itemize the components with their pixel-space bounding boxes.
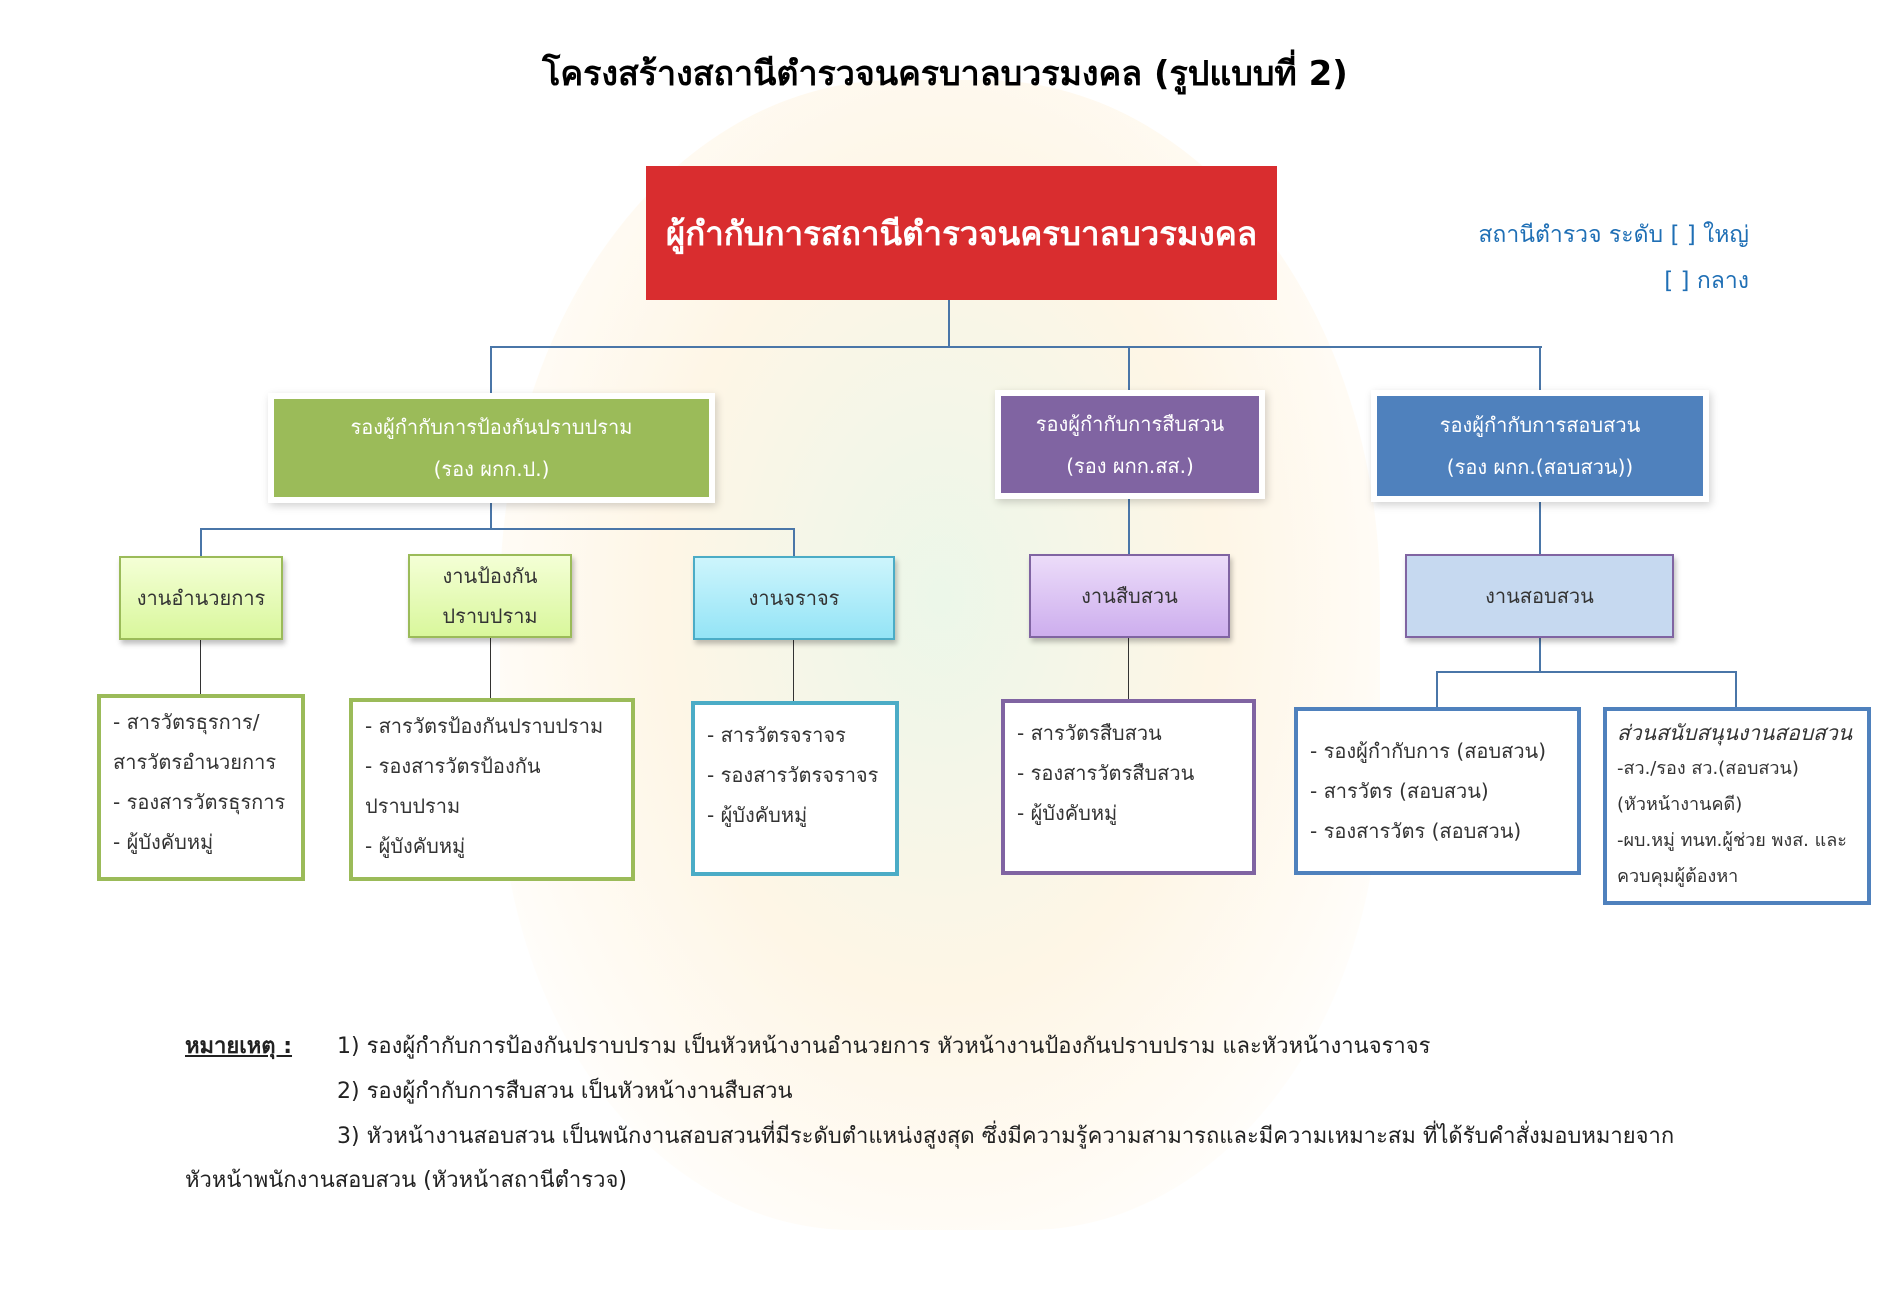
unit-label: งานจราจร	[748, 586, 840, 610]
staff-item: - สารวัตร (สอบสวน)	[1310, 779, 1489, 803]
staff-item: - รองสารวัตร (สอบสวน)	[1310, 819, 1522, 843]
station-level-medium: [ ] กลาง	[1664, 268, 1749, 294]
unit-label: งานสอบสวน	[1485, 584, 1594, 608]
staff-item: - สารวัตรสืบสวน	[1017, 721, 1162, 745]
staff-item: ปราบปราม	[365, 794, 461, 818]
connector	[1436, 671, 1737, 673]
unit-administration: งานอำนวยการ	[119, 556, 283, 640]
connector	[948, 300, 950, 348]
staff-item: -สว./รอง สว.(สอบสวน)	[1617, 758, 1799, 779]
connector	[490, 497, 492, 529]
connector	[1539, 346, 1541, 396]
deputy-abbrev: (รอง ผกก.ป.)	[433, 457, 550, 481]
deputy-abbrev: (รอง ผกก.สส.)	[1066, 453, 1194, 478]
staff-item: - ผู้บังคับหมู่	[707, 803, 808, 827]
unit-label: ปราบปราม	[442, 604, 538, 628]
station-level-large: สถานีตำรวจ ระดับ [ ] ใหญ่	[1478, 222, 1749, 248]
unit-traffic: งานจราจร	[693, 556, 895, 640]
superintendent-label: ผู้กำกับการสถานีตำรวจนครบาลบวรมงคล	[665, 213, 1258, 253]
staff-inquiry: - รองผู้กำกับการ (สอบสวน) - สารวัตร (สอบ…	[1294, 707, 1581, 875]
connector	[793, 528, 795, 556]
note-item: 3) หัวหน้างานสอบสวน เป็นพนักงานสอบสวนที่…	[337, 1124, 1675, 1149]
staff-item: ควบคุมผู้ต้องหา	[1617, 866, 1739, 887]
unit-inquiry: งานสอบสวน	[1405, 554, 1674, 638]
deputy-title: รองผู้กำกับการป้องกันปราบปราม	[350, 415, 633, 439]
note-item: 1) รองผู้กำกับการป้องกันปราบปราม เป็นหัว…	[337, 1034, 1431, 1059]
connector	[490, 638, 491, 698]
connector	[490, 346, 492, 398]
staff-item: - ผู้บังคับหมู่	[365, 834, 466, 858]
deputy-investigation-box: รองผู้กำกับการสืบสวน (รอง ผกก.สส.)	[1001, 396, 1259, 493]
staff-item: - รองสารวัตรธุรการ	[113, 790, 286, 814]
staff-item: - รองสารวัตรสืบสวน	[1017, 761, 1195, 785]
deputy-title: รองผู้กำกับการสืบสวน	[1035, 411, 1225, 436]
superintendent-box: ผู้กำกับการสถานีตำรวจนครบาลบวรมงคล	[646, 166, 1277, 300]
connector	[1128, 493, 1130, 554]
staff-item: - สารวัตรธุรการ/	[113, 710, 260, 734]
connector	[1539, 496, 1541, 554]
staff-item: (หัวหน้างานคดี)	[1617, 794, 1743, 815]
staff-administration: - สารวัตรธุรการ/ สารวัตรอำนวยการ - รองสา…	[97, 694, 305, 881]
page-title: โครงสร้างสถานีตำรวจนครบาลบวรมงคล (รูปแบบ…	[542, 54, 1348, 94]
notes-label: หมายเหตุ :	[185, 1034, 293, 1059]
connector	[200, 528, 202, 556]
staff-suppression: - สารวัตรป้องกันปราบปราม - รองสารวัตรป้อ…	[349, 698, 635, 881]
unit-suppression: งานป้องกันปราบปราม	[408, 554, 572, 638]
connector	[793, 640, 794, 701]
staff-item: - รองสารวัตรป้องกัน	[365, 754, 541, 778]
staff-inquiry-support: ส่วนสนับสนุนงานสอบสวน -สว./รอง สว.(สอบสว…	[1603, 707, 1871, 905]
staff-item: - รองผู้กำกับการ (สอบสวน)	[1310, 739, 1547, 763]
staff-investigation: - สารวัตรสืบสวน - รองสารวัตรสืบสวน - ผู้…	[1001, 699, 1256, 875]
deputy-inquiry-box: รองผู้กำกับการสอบสวน (รอง ผกก.(สอบสวน))	[1377, 396, 1703, 496]
unit-label: งานสืบสวน	[1081, 584, 1178, 608]
connector	[1128, 346, 1130, 396]
connector	[200, 640, 201, 694]
connector	[490, 346, 1542, 348]
note-continuation: หัวหน้าพนักงานสอบสวน (หัวหน้าสถานีตำรวจ)	[185, 1168, 627, 1193]
unit-label: งานอำนวยการ	[136, 586, 266, 610]
staff-item: - สารวัตรจราจร	[707, 723, 846, 747]
connector	[1128, 638, 1129, 699]
support-heading: ส่วนสนับสนุนงานสอบสวน	[1617, 721, 1853, 745]
staff-traffic: - สารวัตรจราจร - รองสารวัตรจราจร - ผู้บั…	[691, 701, 899, 876]
connector	[1436, 671, 1438, 707]
deputy-title: รองผู้กำกับการสอบสวน	[1439, 413, 1641, 437]
staff-item: - ผู้บังคับหมู่	[113, 830, 214, 854]
staff-item: - รองสารวัตรจราจร	[707, 763, 879, 787]
staff-item: สารวัตรอำนวยการ	[113, 750, 277, 774]
deputy-abbrev: (รอง ผกก.(สอบสวน))	[1446, 455, 1634, 479]
deputy-suppression-box: รองผู้กำกับการป้องกันปราบปราม (รอง ผกก.ป…	[274, 399, 709, 497]
staff-item: -ผบ.หมู่ ทนท.ผู้ช่วย พงส. และ	[1617, 830, 1847, 851]
staff-item: - สารวัตรป้องกันปราบปราม	[365, 714, 604, 738]
connector	[200, 528, 795, 530]
staff-item: - ผู้บังคับหมู่	[1017, 801, 1118, 825]
connector	[1539, 638, 1541, 673]
note-item: 2) รองผู้กำกับการสืบสวน เป็นหัวหน้างานสื…	[337, 1079, 793, 1104]
unit-label: งานป้องกัน	[442, 564, 538, 588]
unit-investigation: งานสืบสวน	[1029, 554, 1230, 638]
connector	[1735, 671, 1737, 707]
